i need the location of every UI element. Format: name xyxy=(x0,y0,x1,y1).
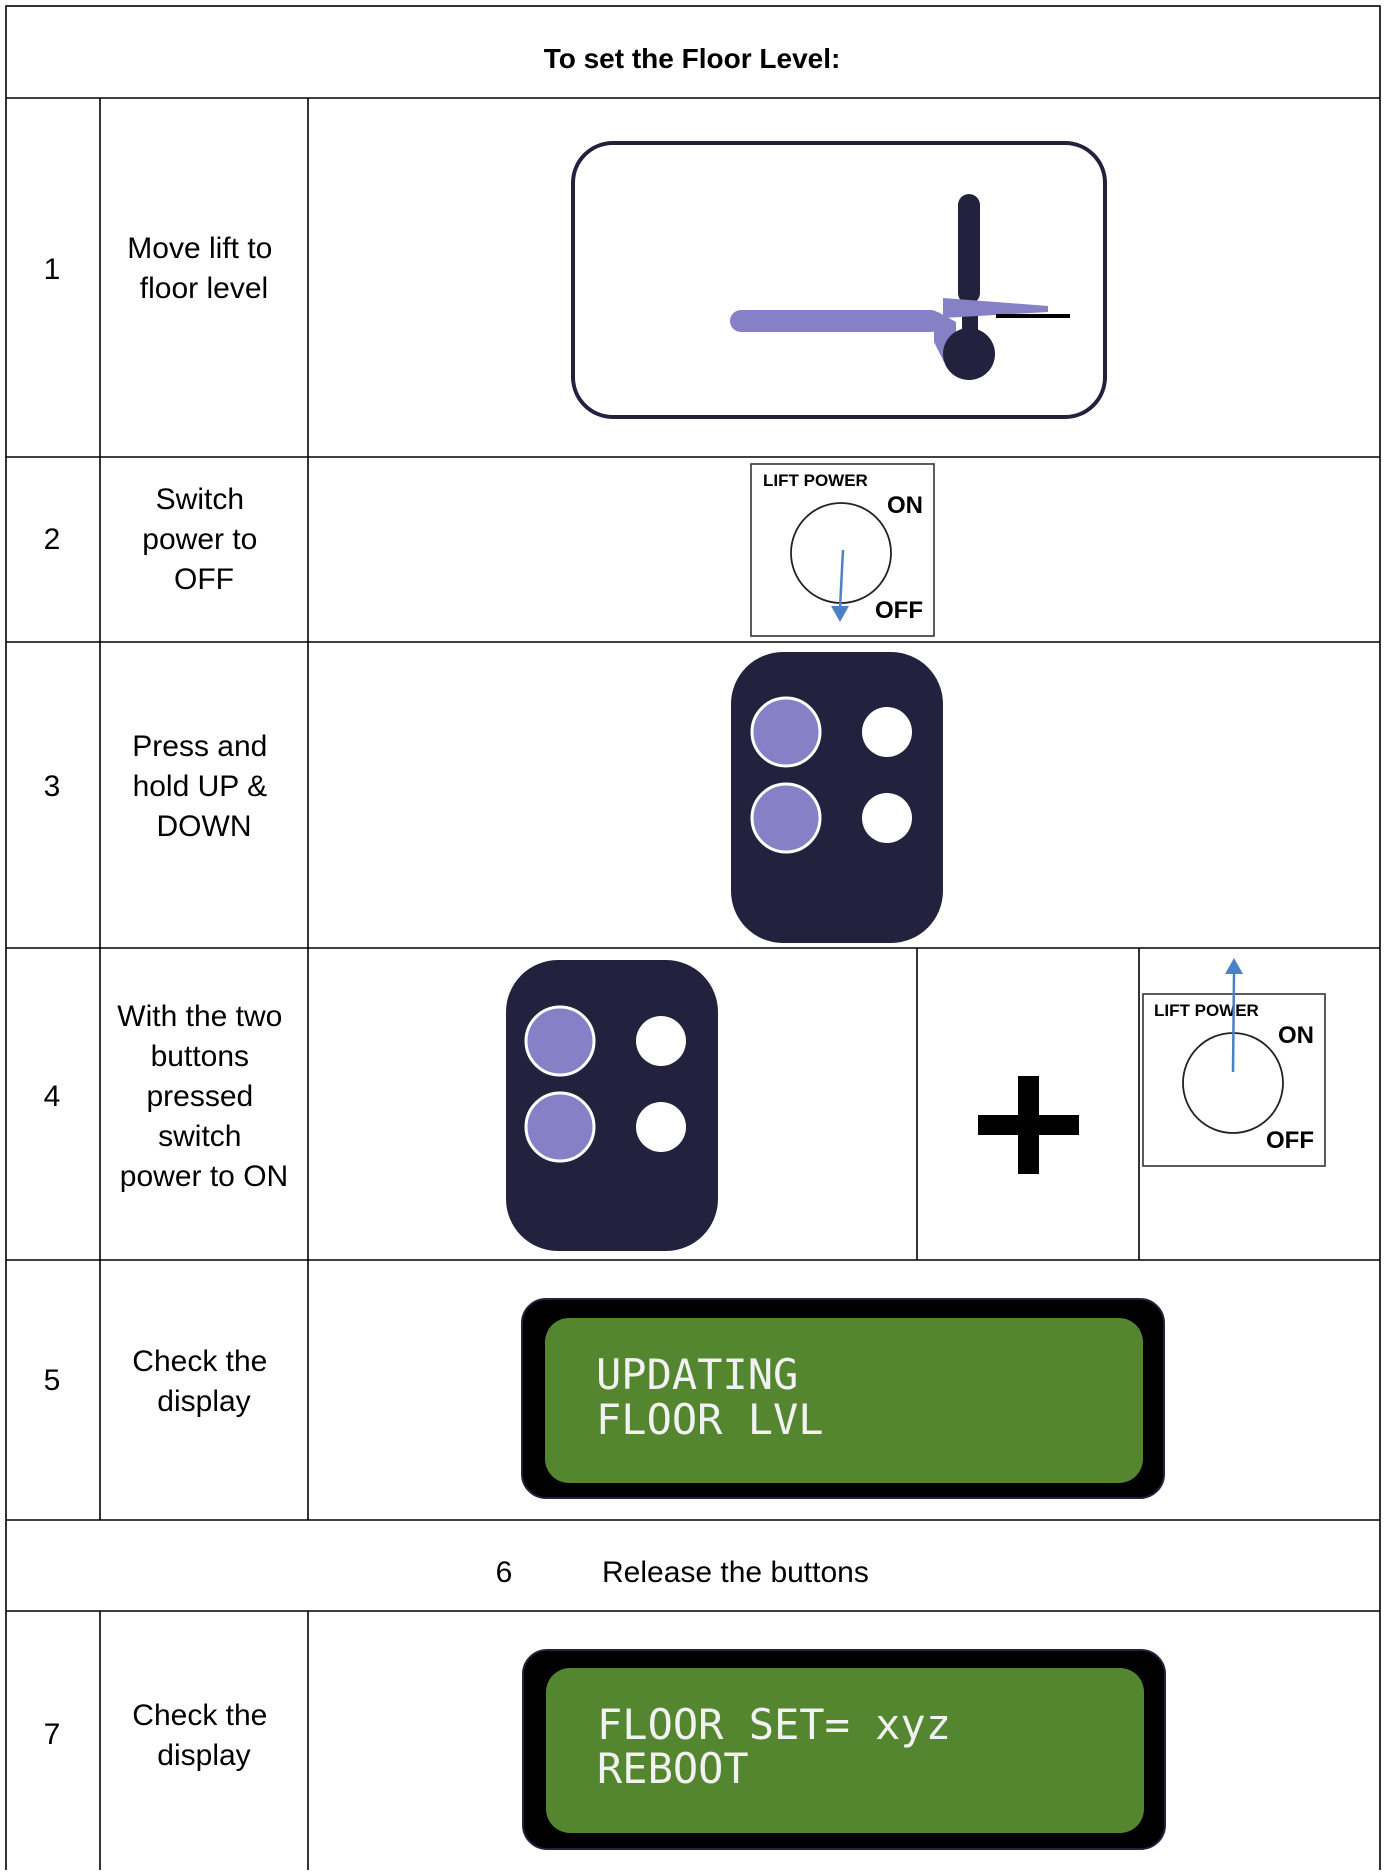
step-instruction-line: Check the xyxy=(132,1345,267,1378)
plus-icon xyxy=(978,1076,1079,1174)
step-instruction: Press and hold UP & DOWN xyxy=(132,730,275,843)
switch-on-label: ON xyxy=(887,492,923,519)
switch-on-label: ON xyxy=(1278,1022,1314,1049)
down-arrow-icon xyxy=(838,549,845,609)
step-instruction-line: buttons xyxy=(151,1040,249,1073)
lcd-line-1: FLOOR SET= xyz xyxy=(597,1700,951,1749)
step-instruction: Move lift to floor level xyxy=(127,232,280,305)
switch-label: LIFT POWER xyxy=(1154,1001,1259,1020)
lcd-line-2: FLOOR LVL xyxy=(596,1395,824,1444)
step-number: 7 xyxy=(44,1718,61,1751)
up-button-icon xyxy=(750,696,822,768)
step-instruction-line: power to xyxy=(142,523,257,556)
step-number: 2 xyxy=(44,523,61,556)
button-pad-icon xyxy=(506,960,718,1251)
step-instruction: With the two buttons pressed switch powe… xyxy=(117,1000,290,1193)
step-row-4: 4 With the two buttons pressed switch po… xyxy=(44,1000,290,1193)
step-row-3: 3 Press and hold UP & DOWN xyxy=(44,730,275,843)
step-instruction-line: Press and xyxy=(132,730,267,763)
step-number: 4 xyxy=(44,1080,61,1113)
step-instruction-line: With the two xyxy=(117,1000,282,1033)
step-instruction: Check the display xyxy=(132,1699,275,1772)
switch-label: LIFT POWER xyxy=(763,471,868,490)
down-button-icon xyxy=(750,782,822,854)
down-button-icon xyxy=(524,1091,596,1163)
power-switch-icon: LIFT POWER ON OFF xyxy=(750,463,935,637)
step-instruction-line: Move lift to xyxy=(127,232,272,265)
step-row-2: 2 Switch power to OFF xyxy=(44,483,265,596)
switch-off-label: OFF xyxy=(875,597,923,624)
step-number: 1 xyxy=(44,253,61,286)
up-button-icon xyxy=(524,1005,596,1077)
step-row-1: 1 Move lift to floor level xyxy=(44,232,280,305)
step-instruction: Check the display xyxy=(132,1345,275,1418)
step-instruction-line: display xyxy=(157,1385,250,1418)
lcd-display-icon: FLOOR SET= xyz REBOOT xyxy=(522,1649,1166,1850)
lcd-line-1: UPDATING xyxy=(596,1350,798,1399)
step-instruction-line: DOWN xyxy=(157,810,252,843)
step-instruction-line: power to ON xyxy=(120,1160,288,1193)
step-row-5: 5 Check the display xyxy=(44,1345,275,1418)
step-instruction-line: OFF xyxy=(174,563,234,596)
table-grid xyxy=(5,5,1381,1875)
step-instruction-line: Check the xyxy=(132,1699,267,1732)
up-arrow-icon xyxy=(1231,973,1236,1073)
step-instruction-line: pressed xyxy=(146,1080,253,1113)
step-row-6: 6 Release the buttons xyxy=(496,1556,869,1589)
lcd-line-2: REBOOT xyxy=(597,1744,749,1793)
step-row-7: 7 Check the display xyxy=(44,1699,275,1772)
button-pad-icon xyxy=(731,652,943,943)
step-instruction-line: hold UP & xyxy=(133,770,268,803)
switch-off-label: OFF xyxy=(1266,1127,1314,1154)
step-instruction-line: switch xyxy=(158,1120,241,1153)
step-number: 6 xyxy=(496,1556,513,1589)
page-title: To set the Floor Level: xyxy=(544,43,841,74)
lcd-display-icon: UPDATING FLOOR LVL xyxy=(521,1298,1165,1499)
step-instruction-line: display xyxy=(157,1739,250,1772)
lift-level-icon xyxy=(571,141,1107,419)
step-instruction: Release the buttons xyxy=(602,1556,869,1589)
step-number: 5 xyxy=(44,1364,61,1397)
step-instruction: Switch power to OFF xyxy=(142,483,265,596)
step-instruction-line: Switch xyxy=(156,483,244,516)
step-instruction-line: floor level xyxy=(140,272,268,305)
power-switch-icon: LIFT POWER ON OFF xyxy=(1142,958,1326,1167)
step-number: 3 xyxy=(44,770,61,803)
